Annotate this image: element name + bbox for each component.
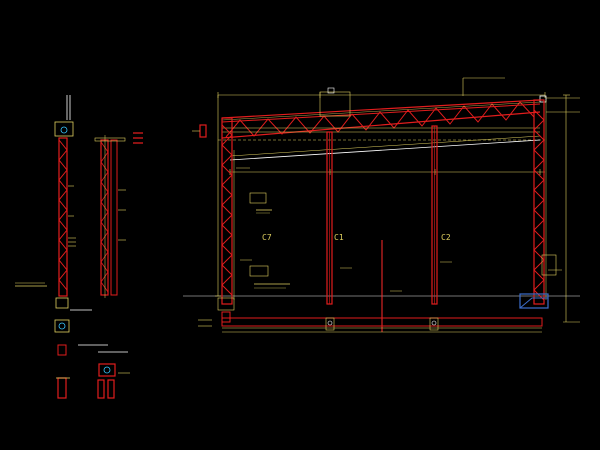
column-right-lattice	[533, 99, 547, 305]
column-left-lattice	[221, 117, 235, 305]
column-label-c1: C1	[334, 233, 344, 242]
detail-column-right	[100, 139, 109, 296]
roof-truss	[221, 99, 541, 139]
main-elevation-group: C7 C1 C2	[183, 77, 580, 333]
detail-column-left	[58, 137, 68, 297]
foundation-beam	[221, 317, 543, 333]
left-detail-group	[15, 95, 143, 399]
right-baseplate	[519, 293, 549, 309]
column-label-c7: C7	[262, 233, 272, 242]
column-label-c2: C2	[441, 233, 451, 242]
